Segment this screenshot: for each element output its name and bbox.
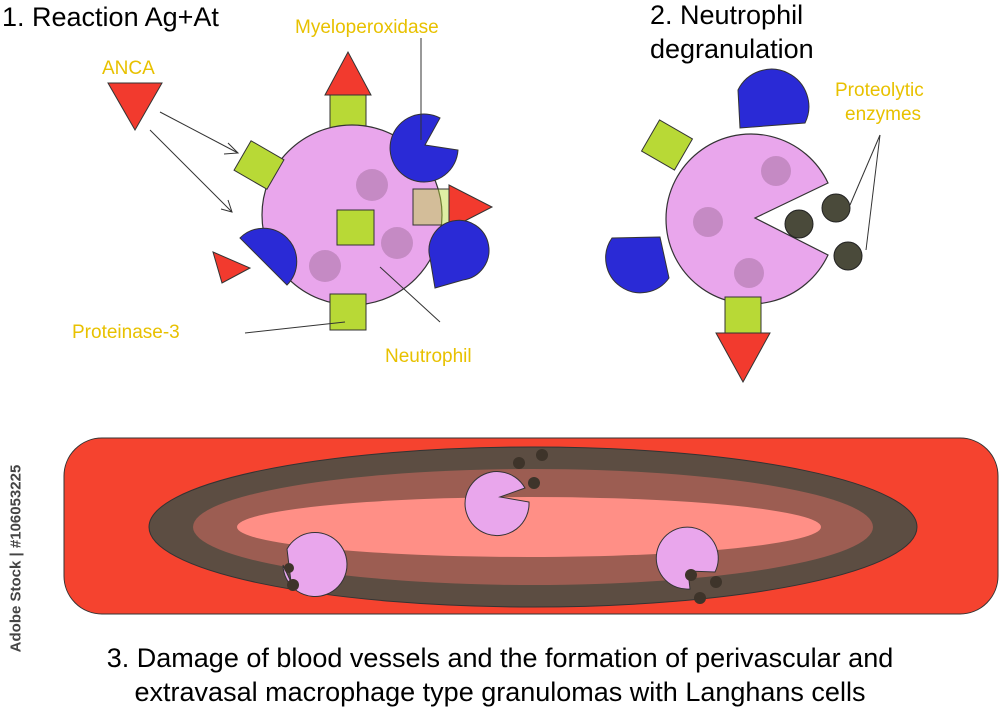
enzyme-dot-small — [685, 569, 697, 581]
anca-triangle-small — [212, 251, 252, 284]
antigen-square-bottom-p2 — [724, 296, 762, 334]
pacman-antibody-top — [737, 68, 810, 129]
arrows — [149, 111, 240, 213]
label-proteolytic-line2: enzymes — [845, 104, 922, 125]
enzyme-dot-small — [513, 457, 525, 469]
antigen-square-bottom — [329, 293, 367, 331]
granule — [761, 156, 791, 186]
enzyme-dot-small — [710, 576, 722, 588]
granule — [381, 227, 413, 259]
neutrophil-panel-1 — [107, 38, 494, 334]
anca-pacman-left — [239, 227, 298, 286]
myeloperoxidase-triangle-top — [324, 50, 372, 96]
triangle-right — [448, 184, 494, 230]
label-proteinase-3: Proteinase-3 — [72, 322, 180, 343]
granuloma-cell — [655, 526, 719, 590]
title-step-2-line2: degranulation — [650, 34, 814, 64]
enzyme-dot-small — [694, 592, 706, 604]
granule — [734, 258, 764, 288]
enzyme-dot-small — [284, 563, 294, 573]
pacman-antibody-left — [605, 236, 670, 294]
leader-lines — [244, 38, 441, 334]
antigen-square-left — [233, 140, 285, 190]
title-step-1: 1. Reaction Ag+At — [2, 2, 219, 32]
enzyme-dot — [784, 209, 814, 239]
label-neutrophil: Neutrophil — [385, 346, 472, 367]
enzyme-dot-small — [536, 449, 548, 461]
neutrophil-panel-2 — [605, 68, 881, 384]
antigen-square-right — [412, 188, 450, 226]
enzyme-dot — [833, 241, 863, 271]
triangle-bottom-p2 — [715, 332, 771, 384]
anca-triangle — [107, 82, 163, 132]
title-step-2-line1: 2. Neutrophil — [650, 0, 804, 30]
granuloma-cell — [464, 471, 530, 537]
anca-pacman-lower-right — [428, 219, 490, 289]
enzyme-dot-small — [528, 477, 540, 489]
granule — [693, 207, 723, 237]
antigen-square-p2 — [640, 119, 694, 171]
granule — [356, 169, 388, 201]
anca-pacman-upper-right — [389, 113, 459, 183]
granule-square — [336, 209, 375, 246]
blood-vessel — [63, 437, 999, 615]
label-anca: ANCA — [102, 58, 155, 79]
enzyme-dot-small — [287, 579, 299, 591]
leader-lines-p2 — [849, 134, 881, 251]
granule — [309, 250, 341, 282]
caption-line-2: extravasal macrophage type granulomas wi… — [134, 677, 866, 707]
label-myeloperoxidase: Myeloperoxidase — [295, 17, 439, 38]
enzyme-dot — [821, 193, 851, 223]
label-proteolytic-line1: Proteolytic — [835, 80, 924, 101]
watermark-id: Adobe Stock | #106053225 — [7, 464, 25, 653]
caption-line-1: 3. Damage of blood vessels and the forma… — [106, 643, 894, 673]
